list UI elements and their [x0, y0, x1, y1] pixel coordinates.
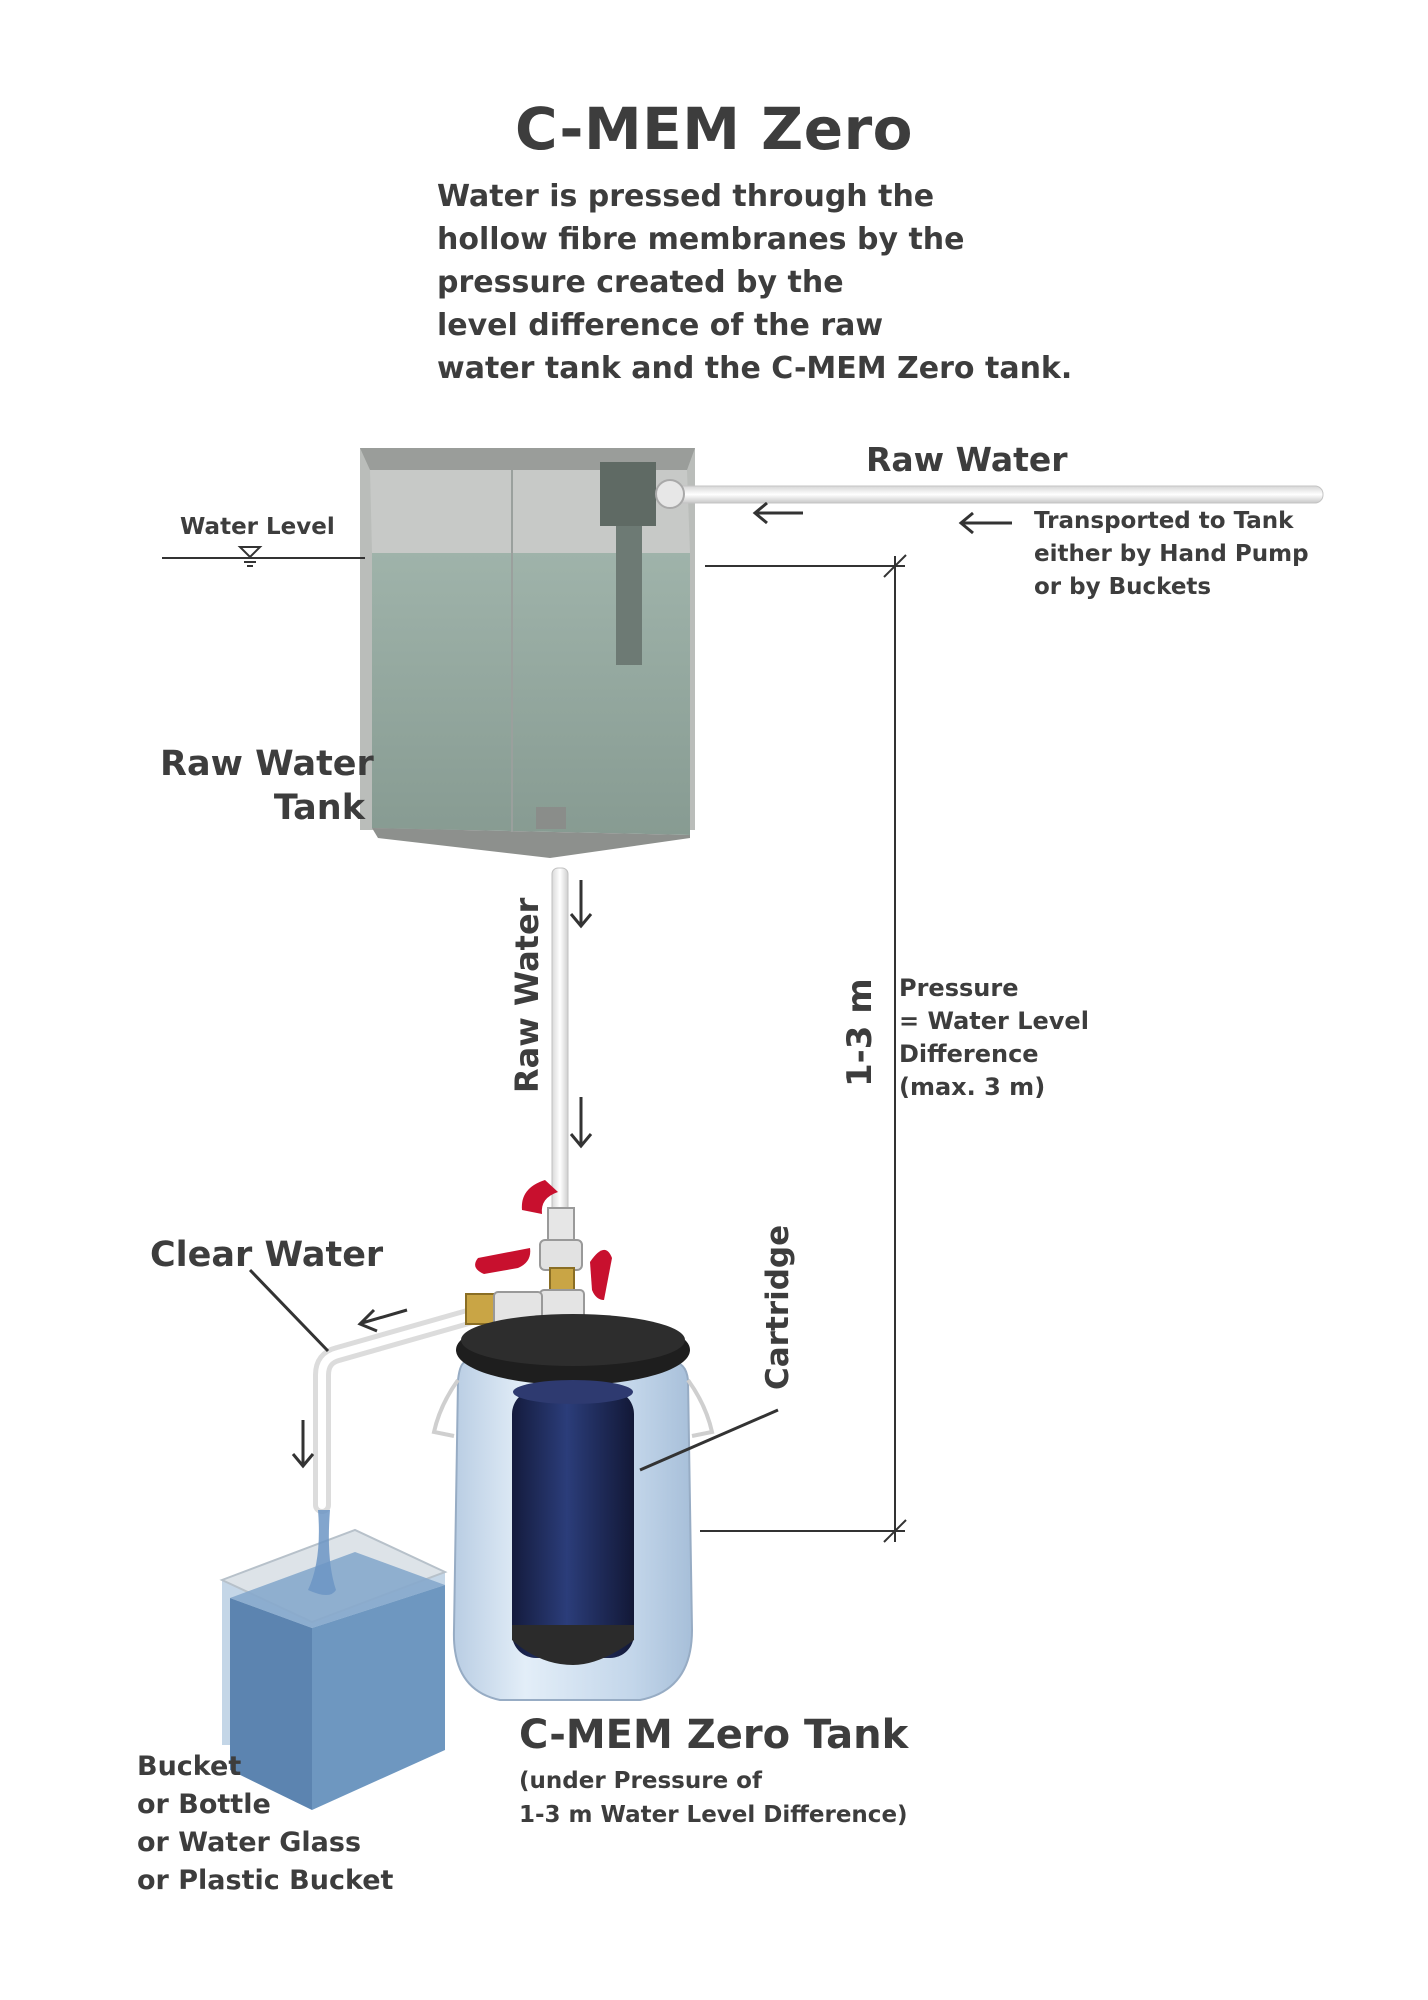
down-pipe	[551, 867, 569, 1217]
tank-water-body	[372, 553, 690, 835]
clear-water-leader	[248, 1268, 330, 1353]
intro-line: hollow fibre membranes by the	[437, 222, 965, 257]
inlet-pipe-horizontal	[667, 485, 1324, 504]
clear-water-arrow-down	[291, 1420, 315, 1469]
outlet-fitting	[536, 807, 566, 829]
raw-water-inlet	[655, 479, 1324, 535]
bucket	[219, 1510, 448, 1810]
pressure-line: (max. 3 m)	[899, 1073, 1046, 1101]
c-mem-zero-tank	[431, 1314, 779, 1701]
intro-description: Water is pressed through the hollow fibr…	[437, 175, 1072, 390]
cartridge-label: Cartridge	[760, 1224, 796, 1390]
tank-bottom	[372, 828, 690, 858]
upper-valve-handle	[521, 1180, 558, 1214]
clear-water-label: Clear Water	[150, 1235, 384, 1275]
clear-water-arrow-left	[357, 1308, 408, 1333]
transport-line: Transported to Tank	[1034, 508, 1294, 534]
water-level-marker	[162, 546, 365, 567]
upper-valve-body	[539, 1239, 583, 1271]
under-pressure-line: (under Pressure of	[519, 1768, 762, 1794]
pressure-line: = Water Level	[899, 1007, 1089, 1035]
inlet-arrow-2	[958, 511, 1012, 535]
raw-water-tank	[360, 448, 695, 858]
bucket-line: or Bottle	[137, 1789, 271, 1820]
bucket-label: Bucket or Bottle or Water Glass or Plast…	[137, 1748, 393, 1900]
intro-line: level difference of the raw	[437, 308, 884, 343]
water-level-label: Water Level	[180, 514, 335, 540]
pressure-line: Pressure	[899, 974, 1019, 1002]
intro-line: pressure created by the	[437, 265, 844, 300]
tank-label-line: Tank	[273, 788, 365, 828]
bucket-water-left	[230, 1598, 312, 1810]
cartridge-leader	[639, 1408, 779, 1472]
bucket-line: Bucket	[137, 1751, 242, 1782]
right-valve-handle	[590, 1249, 612, 1300]
pressure-line: Difference	[899, 1040, 1039, 1068]
under-pressure-note: (under Pressure of 1-3 m Water Level Dif…	[519, 1764, 908, 1832]
inlet-fitting	[600, 462, 656, 526]
intro-line: Water is pressed through the	[437, 179, 935, 214]
water-level-triangle-icon	[237, 546, 263, 559]
clear-water-stream	[308, 1510, 336, 1595]
transport-line: or by Buckets	[1034, 574, 1212, 600]
height-label: 1-3 m	[840, 978, 880, 1087]
clear-water-pipe	[313, 1306, 484, 1514]
diagram-title: C-MEM Zero	[514, 95, 914, 163]
transport-line: either by Hand Pump	[1034, 541, 1309, 567]
brass-connector	[465, 1293, 497, 1325]
raw-water-tank-label: Raw Water Tank	[160, 742, 374, 830]
raw-water-down-pipe	[551, 867, 593, 1217]
down-arrow-1	[569, 880, 593, 929]
c-mem-zero-tank-label: C-MEM Zero Tank	[519, 1712, 909, 1758]
raw-water-pipe-label: Raw Water	[508, 897, 546, 1093]
inlet-pipe-in-tank	[616, 520, 642, 665]
bucket-water-right	[312, 1585, 445, 1810]
inlet-arrow-1	[752, 501, 803, 525]
bucket-line: or Plastic Bucket	[137, 1865, 394, 1896]
height-dimension	[700, 554, 907, 1543]
down-arrow-2	[569, 1097, 593, 1149]
bucket-line: or Water Glass	[137, 1827, 362, 1858]
inlet-pipe-end-cap	[655, 479, 685, 509]
intro-line: water tank and the C-MEM Zero tank.	[437, 351, 1073, 386]
pressure-note: Pressure = Water Level Difference (max. …	[899, 972, 1089, 1104]
bucket-water-top	[230, 1552, 445, 1628]
cartridge-body	[512, 1390, 634, 1658]
tank-label-line: Raw Water	[160, 744, 374, 784]
clear-water-outlet	[248, 1268, 484, 1514]
transport-note: Transported to Tank either by Hand Pump …	[1034, 505, 1309, 604]
raw-water-label: Raw Water	[866, 440, 1068, 479]
left-valve-handle	[475, 1248, 531, 1274]
under-pressure-line: 1-3 m Water Level Difference)	[519, 1802, 908, 1828]
